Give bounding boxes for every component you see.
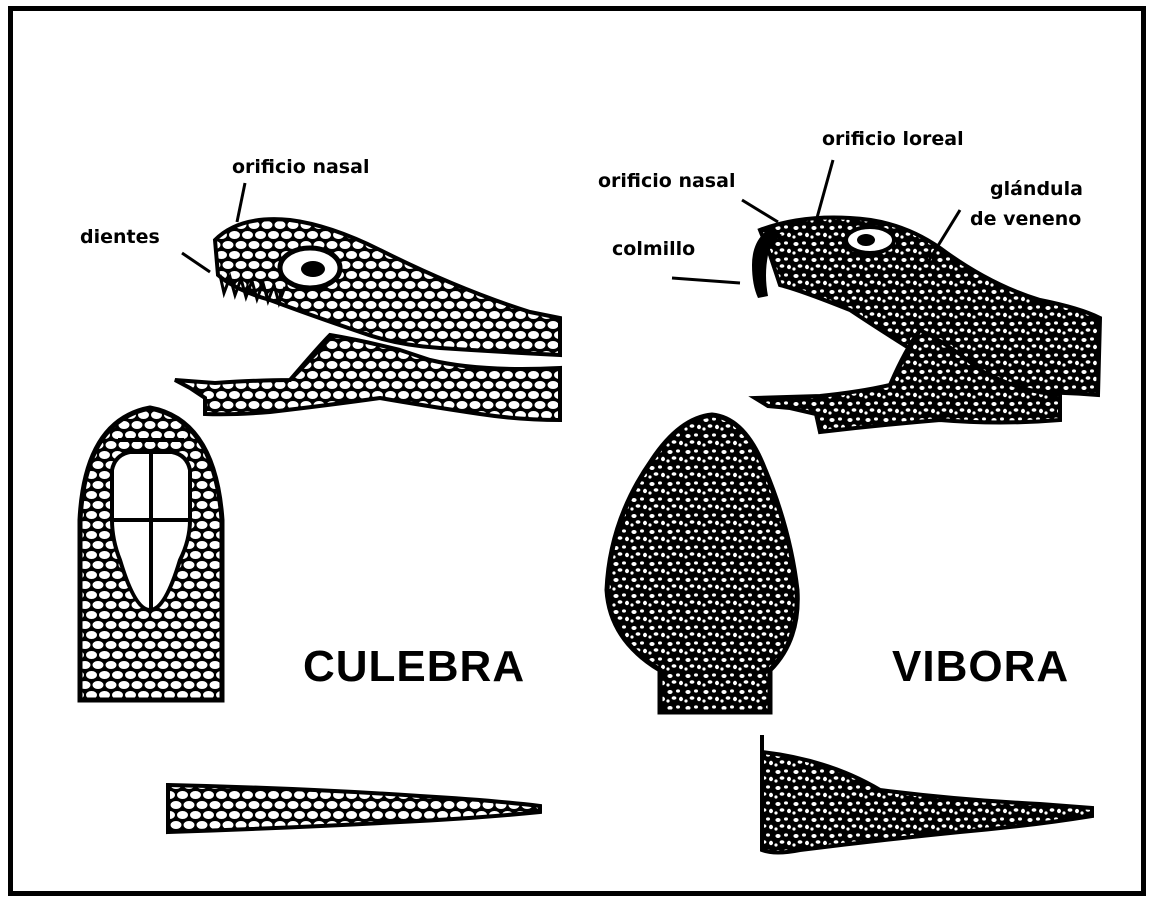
pointer-line bbox=[742, 200, 778, 222]
pointer-line bbox=[815, 160, 833, 225]
pointer-line bbox=[237, 183, 245, 222]
culebra-tail bbox=[168, 785, 540, 832]
vibora-top-head bbox=[607, 415, 797, 712]
label-de-veneno: de veneno bbox=[970, 210, 1081, 229]
label-dientes: dientes bbox=[80, 228, 160, 247]
label-orificio-nasal-culebra: orificio nasal bbox=[232, 158, 369, 177]
label-colmillo: colmillo bbox=[612, 240, 695, 259]
vibora-tail bbox=[762, 735, 1092, 853]
title-culebra: CULEBRA bbox=[303, 645, 525, 689]
vibora-side-head bbox=[752, 218, 1100, 433]
pointer-line bbox=[672, 278, 740, 283]
label-orificio-nasal-vibora: orificio nasal bbox=[598, 172, 735, 191]
title-vibora: VIBORA bbox=[892, 645, 1069, 689]
culebra-top-head bbox=[80, 408, 222, 700]
label-glandula: glándula bbox=[990, 180, 1083, 199]
pointer-line bbox=[182, 253, 210, 272]
culebra-side-head bbox=[175, 219, 560, 420]
label-orificio-loreal: orificio loreal bbox=[822, 130, 964, 149]
